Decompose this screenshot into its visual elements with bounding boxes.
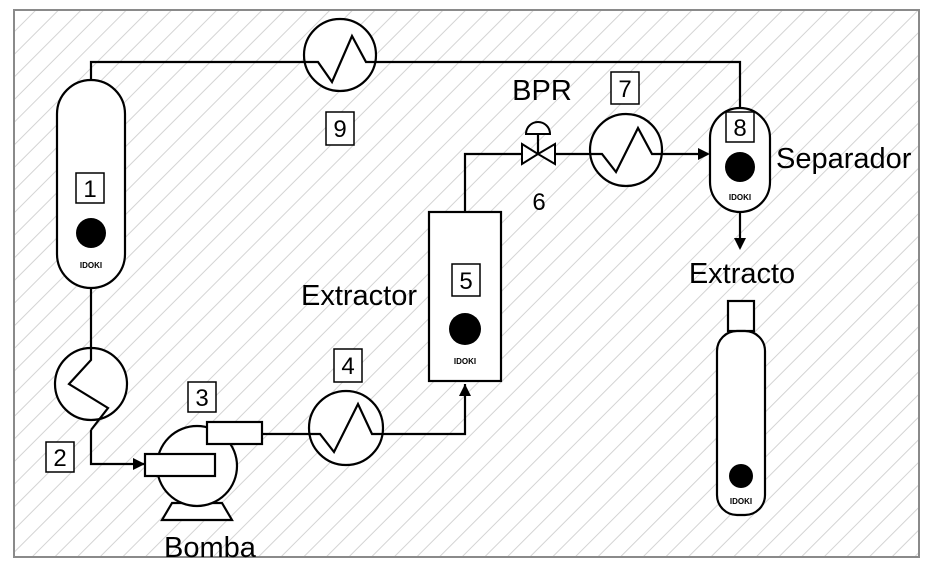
- piping: [89, 60, 742, 466]
- extract-label: Extracto: [689, 258, 795, 290]
- arrow-to-extractor: [459, 384, 471, 396]
- number-5: 5: [459, 268, 472, 295]
- number-2: 2: [53, 445, 66, 472]
- heat-exchanger-7: 7: [588, 71, 664, 188]
- tank-brand-label: IDOKI: [80, 261, 102, 270]
- bpr-label: BPR: [512, 75, 572, 107]
- number-3: 3: [195, 385, 208, 412]
- arrow-to-pump: [133, 458, 145, 470]
- arrow-to-extract: [734, 238, 746, 250]
- pump-label: Bomba: [164, 532, 257, 564]
- separator-brand-label: IDOKI: [729, 193, 751, 202]
- separator: 8 IDOKI Separador: [708, 106, 912, 214]
- extractor-brand-label: IDOKI: [454, 357, 476, 366]
- arrow-to-separator: [698, 148, 710, 160]
- heat-exchanger-2: 2: [45, 337, 129, 473]
- number-4: 4: [341, 353, 354, 380]
- flow-arrows: [133, 148, 746, 470]
- number-1: 1: [83, 176, 96, 203]
- number-7: 7: [618, 76, 631, 103]
- heat-exchanger-4: 4: [307, 348, 385, 467]
- extractor: 5 IDOKI Extractor: [301, 210, 503, 383]
- extract-bottle: Extracto IDOKI: [689, 258, 795, 517]
- co2-tank: 1 IDOKI: [55, 78, 127, 290]
- number-8: 8: [733, 115, 746, 142]
- separator-label: Separador: [776, 143, 912, 175]
- extractor-label: Extractor: [301, 280, 417, 312]
- bpr-valve: BPR 6: [512, 75, 572, 216]
- number-9: 9: [333, 116, 346, 143]
- bottle-brand-label: IDOKI: [730, 497, 752, 506]
- heat-exchanger-9: 9: [302, 17, 378, 146]
- pump: 3 Bomba: [143, 381, 264, 564]
- number-6: 6: [532, 189, 545, 216]
